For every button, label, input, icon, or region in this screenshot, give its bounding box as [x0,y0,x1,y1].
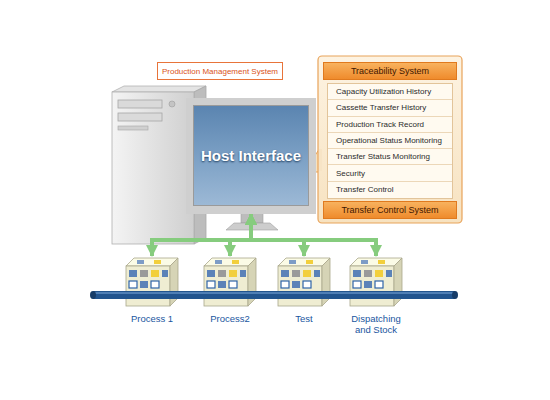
node-text: Production Management System [162,67,278,76]
node-text: Security [336,169,365,178]
node-text: Dispatching and Stock [345,314,407,336]
monitor-screen: Host Interface [186,98,316,214]
signal-arrow [251,214,376,256]
node-text: Cassette Transfer History [336,103,426,112]
node-text: Process2 [199,314,261,325]
header-band: Traceability System [323,62,457,80]
function-list: Capacity Utilization HistoryCassette Tra… [327,83,453,199]
system-box: Production Management System [157,62,283,80]
callout-panel [304,56,462,223]
node-text: Test [273,314,335,325]
list-row: Capacity Utilization History [328,84,452,100]
node-text: Capacity Utilization History [336,87,431,96]
node-text: Host Interface [201,147,301,164]
list-row: Transfer Status Monitoring [328,149,452,165]
node-text: Transfer Control [336,185,394,194]
list-row: Transfer Control [328,182,452,198]
node-text: Operational Status Monitoring [336,136,442,145]
node-text: Transfer Status Monitoring [336,152,430,161]
process-machine: Process 1 [124,256,180,308]
signal-arrow [152,214,251,256]
process-machine: Test [276,256,332,308]
list-row: Cassette Transfer History [328,100,452,116]
signal-arrow [251,214,304,256]
list-row: Production Track Record [328,117,452,133]
list-row: Security [328,165,452,181]
process-machine: Process2 [202,256,258,308]
signal-arrow [230,214,251,256]
footer-band: Transfer Control System [323,201,457,219]
list-row: Operational Status Monitoring [328,133,452,149]
node-text: Process 1 [121,314,183,325]
node-text: Production Track Record [336,120,424,129]
process-machine: Dispatching and Stock [348,256,404,308]
node-text: Traceability System [351,66,429,76]
conveyor-belt [90,291,458,299]
node-text: Transfer Control System [341,205,438,215]
